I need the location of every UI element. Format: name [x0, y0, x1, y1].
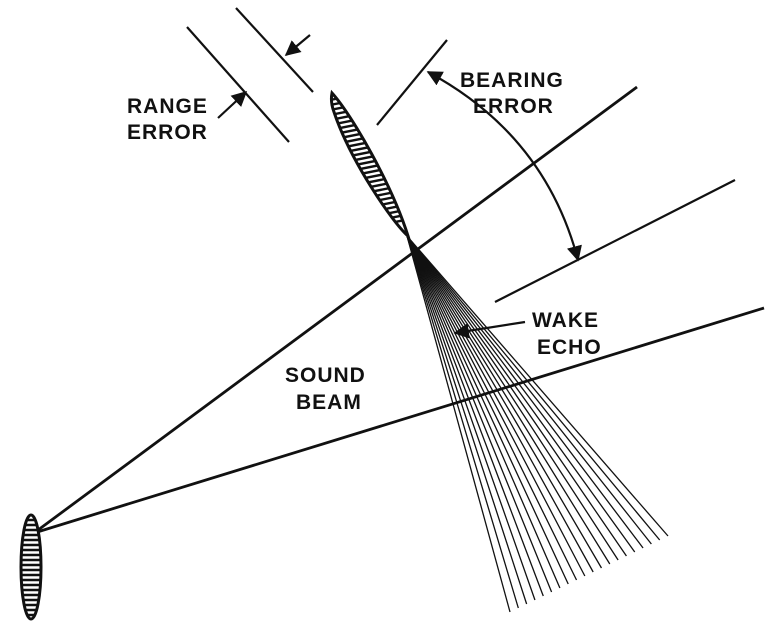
bearing-error-arc [426, 71, 582, 262]
bearing-error-line-upper [376, 39, 448, 126]
wake-echo-ray [406, 235, 586, 577]
range-error-marker [186, 7, 314, 143]
bearing-error-line-lower [494, 179, 736, 303]
target-hull-hatch [331, 93, 408, 98]
wake-echo-ray [406, 235, 528, 605]
wake-echo-ray [406, 235, 536, 601]
sound-beam-lower-edge [33, 306, 765, 535]
wake-echo-ray [406, 235, 553, 593]
wake-echo-label-line1: WAKE [532, 309, 599, 332]
wake-echo-ray [406, 235, 511, 613]
sound-beam-label-line2: BEAM [296, 391, 362, 414]
range-error-label-line1: RANGE [127, 95, 208, 118]
target-submarine [329, 89, 412, 241]
sound-beam [33, 85, 765, 535]
wake-echo-ray [406, 235, 627, 557]
range-error-label-line2: ERROR [127, 121, 208, 144]
wake-echo-ray [406, 235, 578, 581]
target-hull-hatch [331, 186, 408, 208]
bearing-error-label: BEARING ERROR [460, 69, 571, 118]
wake-echo-ray [406, 235, 611, 565]
sound-beam-label-line1: SOUND [285, 364, 366, 387]
wake-echo-ray [406, 235, 594, 573]
wake-echo-ray [406, 235, 644, 549]
wake-echo-ray [406, 235, 636, 553]
wake-echo-ray [406, 235, 652, 545]
range-error-line-near [186, 26, 290, 143]
wake-echo-label: WAKE ECHO [532, 309, 606, 359]
range-error-arrow-left [217, 90, 248, 119]
sound-beam-label: SOUND BEAM [285, 364, 373, 414]
bearing-error-marker [376, 39, 736, 303]
wake-echo-ray [406, 235, 661, 541]
range-error-arrow-right [284, 34, 311, 56]
sound-beam-upper-edge [33, 85, 638, 535]
wake-echo-label-line2: ECHO [537, 336, 602, 359]
wake-echo-ray [406, 235, 569, 585]
wake-echo-pointer [453, 320, 526, 339]
target-hull-hatch [331, 191, 408, 213]
target-hull-hatch [331, 93, 408, 108]
wake-echo-ray [406, 235, 619, 561]
range-error-label: RANGE ERROR [127, 95, 215, 144]
wake-echo-ray [406, 235, 603, 569]
bearing-error-label-line2: ERROR [473, 95, 554, 118]
wake-echo-ray [406, 235, 544, 597]
wake-echo-ray [406, 235, 519, 609]
bearing-error-label-line1: BEARING [460, 69, 564, 92]
range-error-line-far [235, 7, 314, 93]
wake-echo-fan [406, 235, 669, 613]
target-hull [329, 89, 412, 241]
wake-echo-ray [406, 235, 561, 589]
wake-echo-ray [406, 235, 669, 537]
target-hull-hatch [331, 126, 408, 148]
target-hull-hatch [331, 93, 408, 103]
